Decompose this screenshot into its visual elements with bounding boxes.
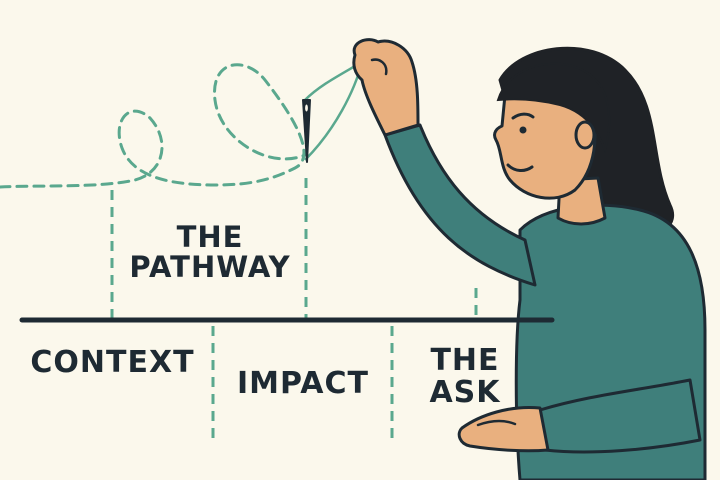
needle-eye bbox=[305, 104, 308, 112]
eye bbox=[519, 126, 527, 134]
dashed-thread-path bbox=[0, 63, 307, 189]
smile bbox=[506, 163, 534, 172]
hair-front bbox=[496, 62, 611, 154]
solid-thread-back bbox=[304, 61, 364, 161]
label-the-pathway-line1: THE bbox=[176, 220, 244, 254]
needle-icon bbox=[302, 99, 311, 163]
raised-hand bbox=[352, 38, 420, 137]
ear bbox=[574, 120, 596, 150]
label-the-ask: THE ASK bbox=[405, 345, 525, 408]
label-the-ask-line2: ASK bbox=[429, 374, 501, 410]
resting-arm-sleeve bbox=[538, 378, 702, 454]
label-impact: IMPACT bbox=[237, 366, 369, 401]
raised-arm-sleeve bbox=[383, 123, 537, 287]
label-the-pathway-line2: PATHWAY bbox=[129, 250, 291, 285]
eyebrow bbox=[511, 112, 535, 120]
label-context: CONTEXT bbox=[30, 345, 195, 380]
label-the-ask-line1: THE bbox=[430, 343, 500, 378]
resting-hand bbox=[457, 405, 550, 453]
label-the-pathway: THE PATHWAY bbox=[120, 222, 300, 283]
hand-finger-line bbox=[370, 58, 388, 76]
resting-hand-finger bbox=[476, 419, 517, 427]
